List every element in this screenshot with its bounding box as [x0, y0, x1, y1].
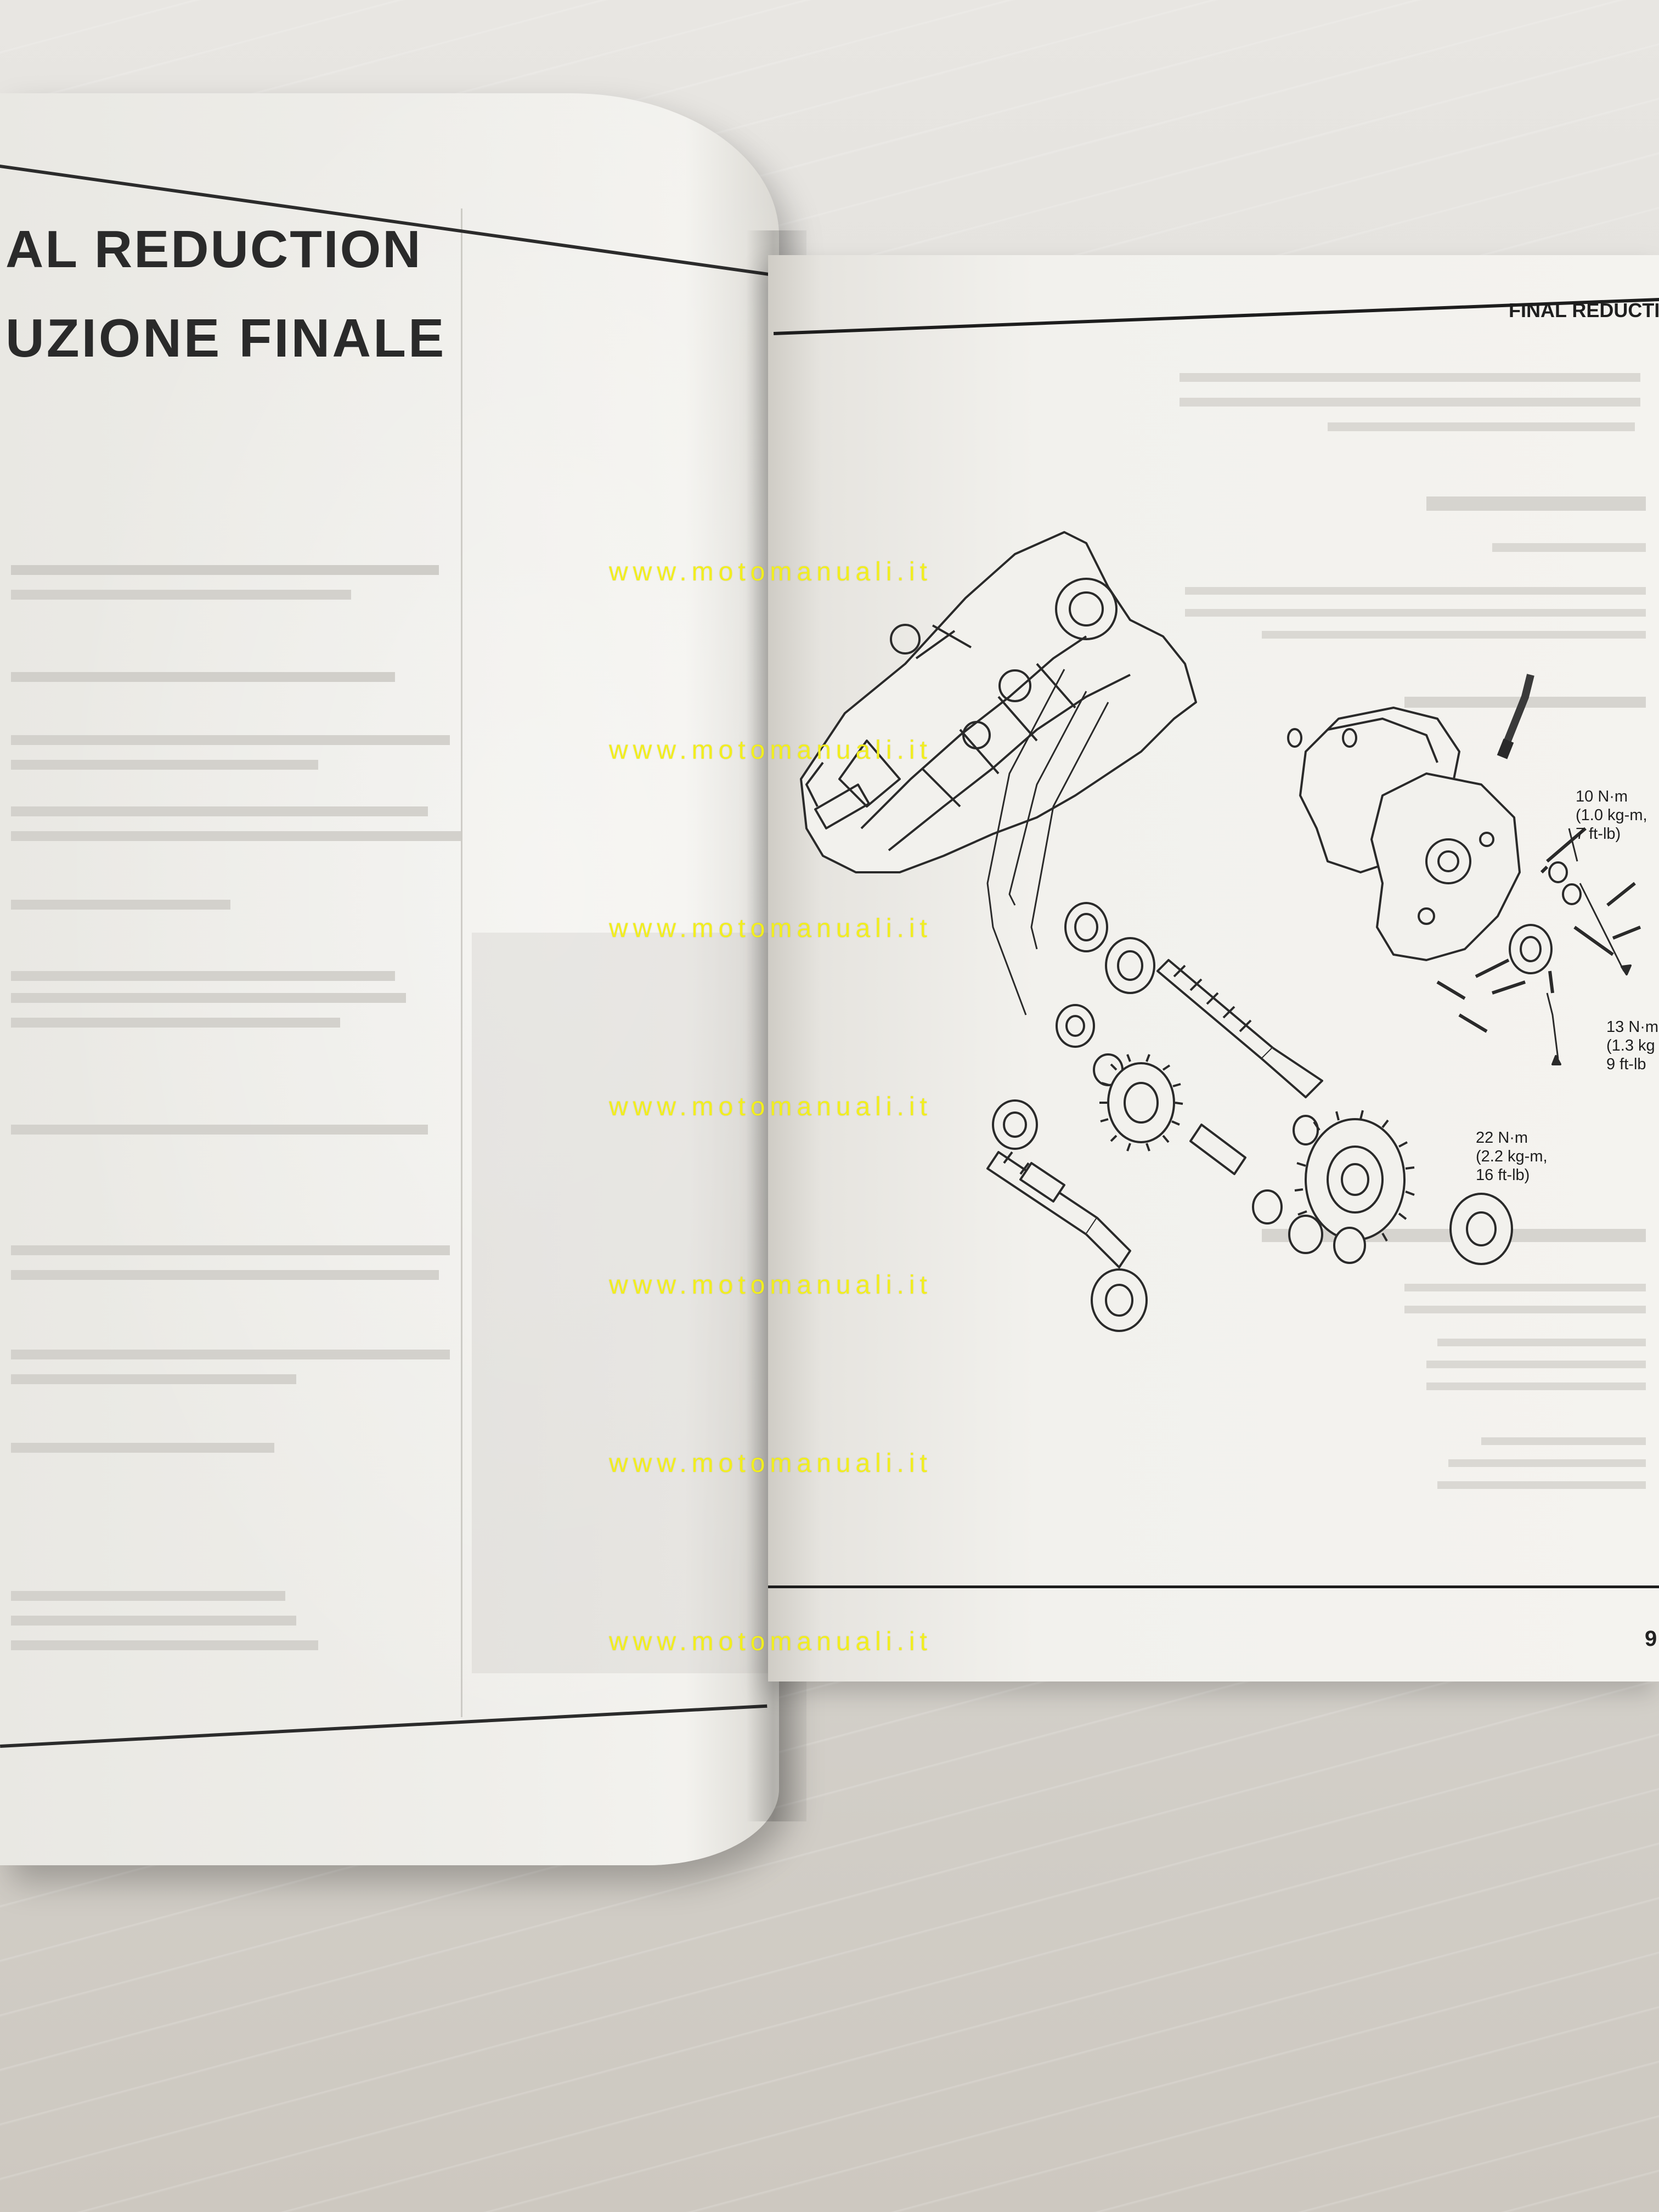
torque-ftlb: 7 ft-lb) — [1576, 825, 1621, 843]
watermark-text: www.motomanuali.it — [609, 1627, 932, 1656]
right-page-number: 9 — [1645, 1627, 1657, 1651]
watermark-text: www.motomanuali.it — [609, 736, 932, 765]
watermark-text: www.motomanuali.it — [609, 1092, 932, 1121]
crankcase-drawing — [800, 531, 1197, 873]
torque-callout-13nm: 13 N·m (1.3 kg 9 ft-lb — [1606, 1018, 1658, 1074]
gears-and-shafts — [986, 902, 1513, 1332]
reduction-cover-drawing — [1287, 674, 1641, 1065]
torque-kgm: (1.3 kg — [1606, 1037, 1655, 1054]
torque-kgm: (2.2 kg-m, — [1476, 1148, 1548, 1165]
torque-value: 22 N·m — [1476, 1129, 1528, 1147]
torque-ftlb: 16 ft-lb) — [1476, 1166, 1530, 1184]
left-page-shaded-box — [472, 933, 768, 1673]
assembly-leader-lines — [986, 669, 1109, 1015]
left-page-column-rule — [461, 208, 462, 1717]
torque-value: 13 N·m — [1606, 1018, 1659, 1036]
final-reduction-exploded-diagram — [800, 531, 1641, 1332]
torque-callout-10nm: 10 N·m (1.0 kg-m, 7 ft-lb) — [1576, 787, 1647, 843]
left-page-title-italian: UZIONE FINALE — [5, 308, 447, 368]
torque-ftlb: 9 ft-lb — [1606, 1056, 1646, 1073]
watermark-text: www.motomanuali.it — [609, 914, 932, 943]
watermark-text: www.motomanuali.it — [609, 1271, 932, 1300]
left-page-title-english: AL REDUCTION — [5, 220, 422, 279]
torque-value: 10 N·m — [1576, 788, 1628, 805]
watermark-text: www.motomanuali.it — [609, 1449, 932, 1478]
right-page-footer-rule — [768, 1585, 1659, 1588]
torque-kgm: (1.0 kg-m, — [1576, 806, 1647, 824]
watermark-text: www.motomanuali.it — [609, 557, 932, 586]
torque-callout-22nm: 22 N·m (2.2 kg-m, 16 ft-lb) — [1476, 1128, 1548, 1184]
